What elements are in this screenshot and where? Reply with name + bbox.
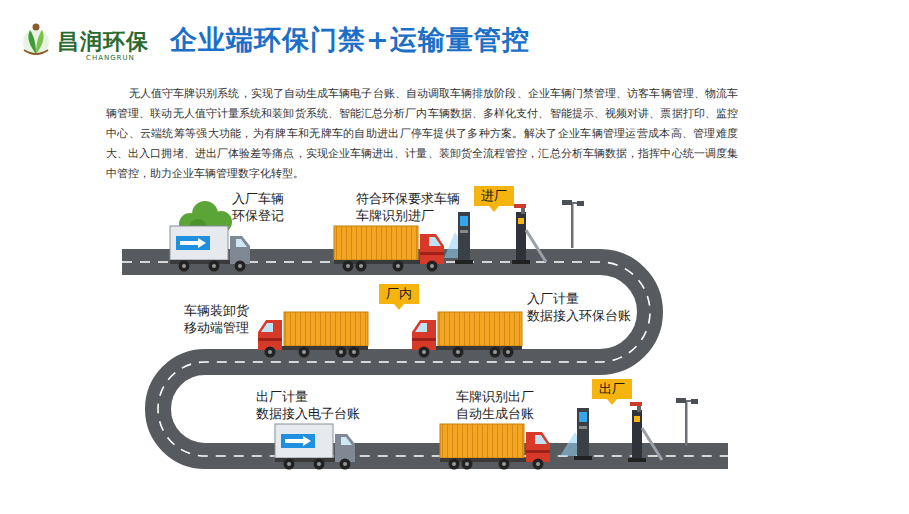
barrier-gate (628, 402, 662, 462)
tag-text: 进厂 (481, 188, 507, 203)
truck (334, 226, 444, 272)
step-label: 出厂计量 数据接入电子台账 (256, 388, 360, 422)
tag-pointer (607, 399, 617, 405)
truck (440, 424, 550, 470)
barrier-gate (512, 204, 546, 264)
truck (258, 312, 368, 358)
kiosk (574, 408, 592, 460)
page-title: 企业端环保门禁+运输量管控 (170, 22, 530, 58)
tag-pointer (394, 304, 404, 310)
intro-paragraph: 无人值守车牌识别系统，实现了自动生成车辆电子台账、自动调取车辆排放阶段、企业车辆… (106, 83, 738, 183)
tag-text: 出厂 (599, 381, 625, 396)
stage-tag: 进厂 (474, 186, 514, 206)
truck (170, 226, 250, 272)
step-label: 入厂计量 数据接入环保台账 (527, 290, 631, 324)
logo-text: 昌润环保 (57, 27, 149, 57)
step-label: 车辆装卸货 移动端管理 (184, 302, 249, 336)
logo-icon (23, 24, 49, 56)
stage-tag: 厂内 (379, 284, 419, 304)
truck (275, 424, 355, 470)
step-label: 符合环保要求车辆 车牌识别进厂 (356, 190, 460, 224)
stage-tag: 出厂 (592, 379, 632, 399)
step-label: 入厂车辆 环保登记 (232, 190, 284, 224)
street-lamp (676, 398, 698, 446)
step-label: 车牌识别出厂 自动生成台账 (456, 388, 534, 422)
tag-pointer (489, 206, 499, 212)
kiosk (455, 212, 473, 264)
truck (412, 312, 522, 358)
tag-text: 厂内 (386, 286, 412, 301)
logo-subtext: CHANGRUN (86, 54, 135, 62)
street-lamp (562, 200, 584, 248)
